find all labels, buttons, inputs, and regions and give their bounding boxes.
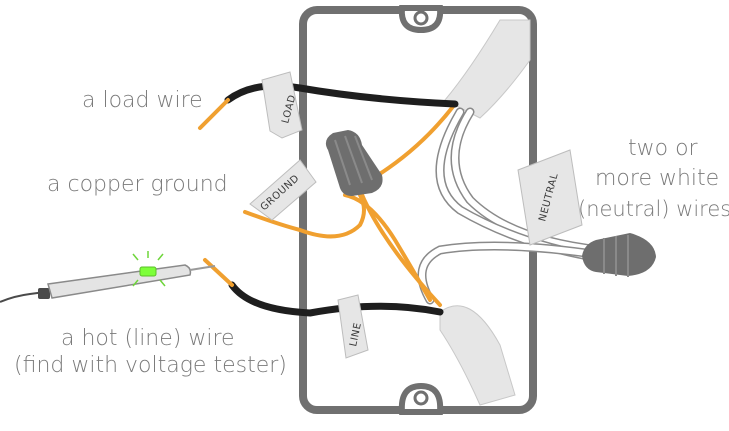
hot-line-wire — [203, 258, 444, 317]
load-wire — [198, 82, 459, 130]
load-tag: LOAD — [261, 71, 303, 139]
line-tag-text: LINE — [348, 322, 364, 348]
neutral-wires — [417, 107, 605, 305]
bottom-cable-sheath — [439, 305, 516, 406]
hot-line-label-1: a hot (line) wire — [61, 326, 235, 351]
hot-line-label-2: (find with voltage tester) — [14, 353, 287, 378]
load-wire-label: a load wire — [82, 88, 203, 113]
copper-ground-label: a copper ground — [47, 172, 228, 197]
neutral-tag: NEUTRAL — [517, 149, 583, 246]
neutral-label-3: (neutral) wires — [578, 197, 729, 221]
top-cable-sheath — [444, 19, 531, 119]
screw-hole-icon — [413, 10, 429, 26]
voltage-tester-icon — [0, 251, 216, 303]
screw-hole-icon — [413, 390, 429, 406]
neutral-label-2: more white — [595, 166, 720, 191]
line-tag: LINE — [337, 294, 369, 359]
wire-nut-icon — [582, 233, 656, 277]
wire-nut-icon — [325, 130, 383, 196]
neutral-label-1: two or — [628, 136, 698, 161]
